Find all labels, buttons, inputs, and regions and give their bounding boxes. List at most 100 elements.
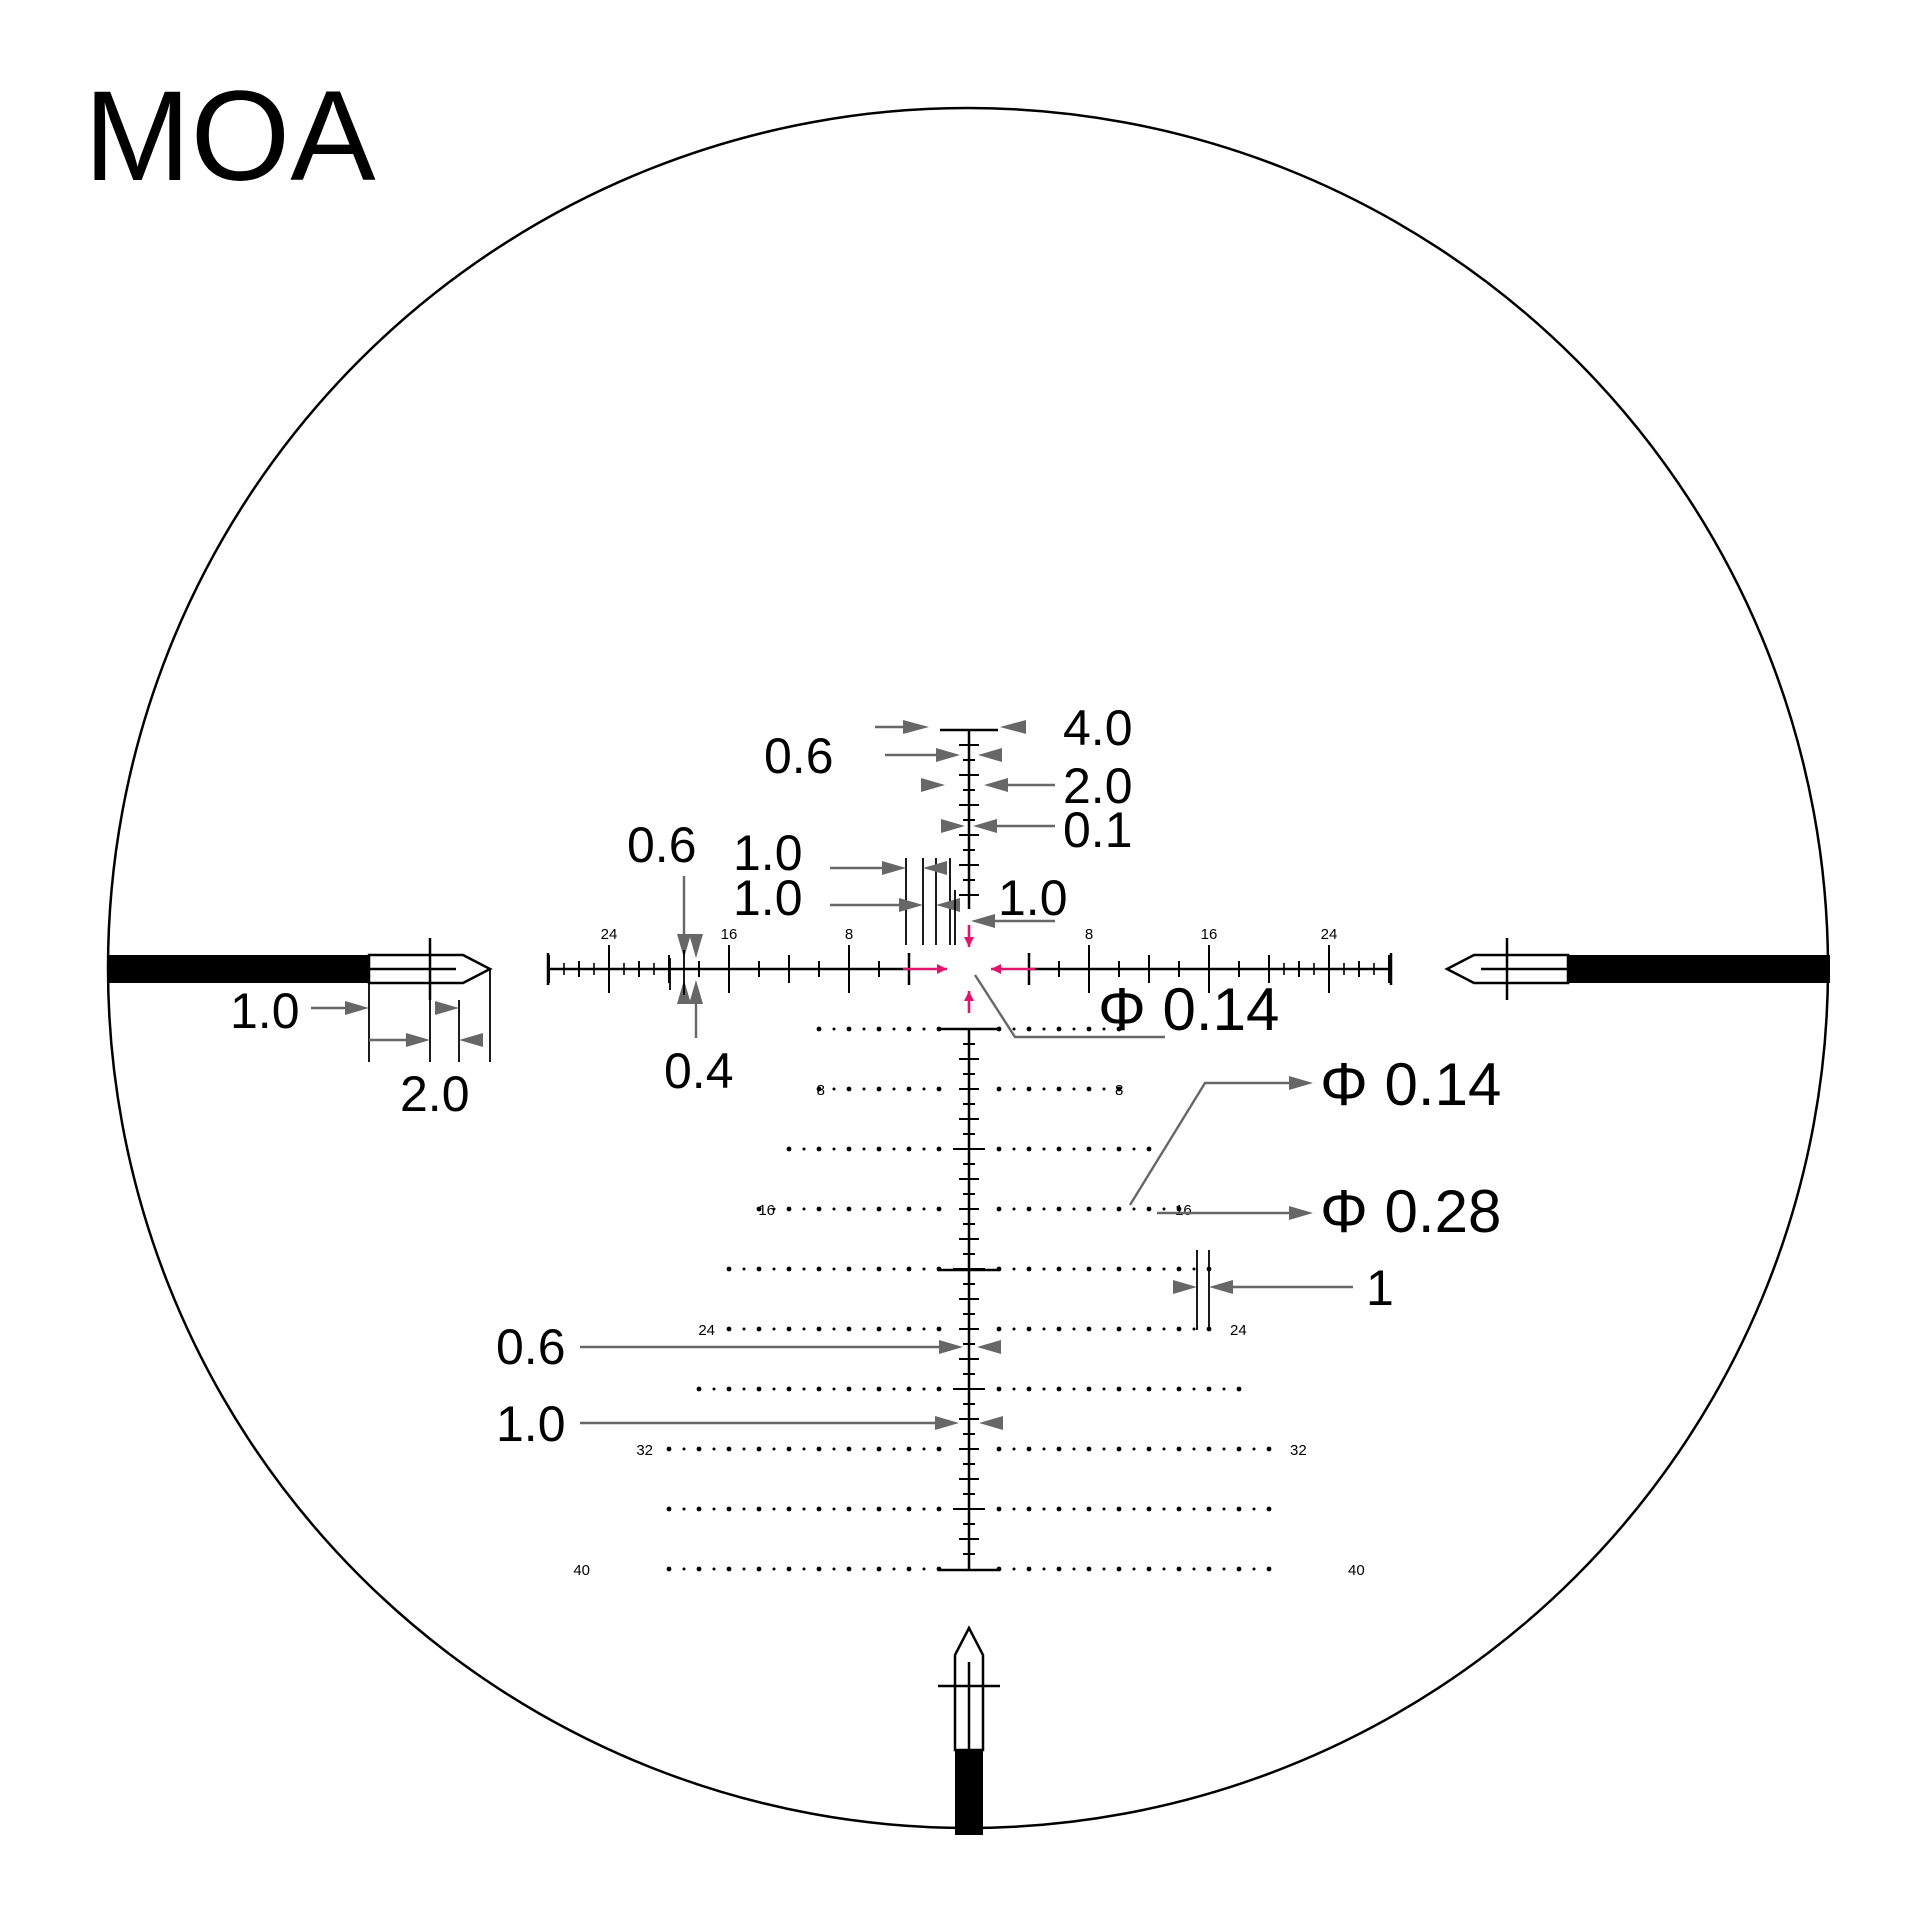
svg-text:0.6: 0.6 <box>627 817 697 873</box>
holdover-dot <box>1102 1507 1106 1511</box>
holdover-dot <box>1222 1387 1226 1391</box>
holdover-dot <box>1086 1326 1092 1332</box>
holdover-dot <box>906 1266 912 1272</box>
holdover-dot <box>666 1566 672 1572</box>
holdover-dot <box>1086 1566 1092 1572</box>
holdover-dot <box>876 1206 882 1212</box>
row-label-24-left: 24 <box>698 1322 715 1339</box>
svg-text:1.0: 1.0 <box>230 983 300 1039</box>
holdover-dot <box>682 1507 686 1511</box>
holdover-dot-rows <box>666 1026 1272 1572</box>
holdover-dot <box>1206 1446 1212 1452</box>
row-label-8-left: 8 <box>817 1082 825 1099</box>
holdover-dot <box>1162 1387 1166 1391</box>
holdover-dot <box>1146 1146 1152 1152</box>
holdover-dot <box>996 1146 1002 1152</box>
holdover-dot <box>876 1446 882 1452</box>
holdover-dot <box>846 1326 852 1332</box>
holdover-dot <box>1102 1447 1106 1451</box>
holdover-dot <box>892 1327 896 1331</box>
holdover-dot <box>862 1507 866 1511</box>
holdover-dot <box>1056 1086 1062 1092</box>
holdover-dot <box>846 1506 852 1512</box>
holdover-dot <box>1026 1266 1032 1272</box>
holdover-dot <box>1146 1446 1152 1452</box>
holdover-dot <box>832 1567 836 1571</box>
holdover-dot <box>816 1446 822 1452</box>
holdover-dot <box>922 1087 926 1091</box>
holdover-dot <box>1162 1567 1166 1571</box>
holdover-dot <box>1222 1567 1226 1571</box>
holdover-dot <box>1146 1266 1152 1272</box>
holdover-dot <box>1026 1026 1032 1032</box>
holdover-dot <box>742 1387 746 1391</box>
holdover-dot <box>1116 1146 1122 1152</box>
holdover-dot <box>876 1146 882 1152</box>
holdover-dot <box>936 1206 942 1212</box>
holdover-dot <box>1266 1446 1272 1452</box>
holdover-dot <box>906 1326 912 1332</box>
holdover-dot <box>1026 1326 1032 1332</box>
holdover-dot <box>1072 1147 1076 1151</box>
holdover-dot <box>832 1267 836 1271</box>
holdover-dot <box>786 1266 792 1272</box>
holdover-dot <box>922 1567 926 1571</box>
dimension-dot-large: Φ 0.28 <box>1157 1178 1501 1245</box>
dimension-post-2-0: 2.0 <box>369 1001 483 1122</box>
holdover-dot <box>802 1387 806 1391</box>
holdover-dot <box>756 1566 762 1572</box>
holdover-dot <box>1026 1506 1032 1512</box>
holdover-dot <box>1176 1326 1182 1332</box>
holdover-dot <box>1146 1206 1152 1212</box>
svg-text:Φ 0.14: Φ 0.14 <box>1098 976 1279 1043</box>
holdover-dot <box>906 1086 912 1092</box>
holdover-dot <box>786 1446 792 1452</box>
svg-text:1.0: 1.0 <box>496 1396 566 1452</box>
holdover-dot <box>846 1026 852 1032</box>
holdover-dot <box>1056 1566 1062 1572</box>
holdover-dot <box>1056 1326 1062 1332</box>
holdover-dot <box>846 1146 852 1152</box>
holdover-dot <box>936 1386 942 1392</box>
holdover-dot <box>1042 1207 1046 1211</box>
dimension-bottom-0-4: 0.4 <box>664 950 734 1099</box>
holdover-dot <box>786 1506 792 1512</box>
holdover-dot <box>1056 1146 1062 1152</box>
holdover-dot <box>832 1087 836 1091</box>
holdover-dot <box>1116 1086 1122 1092</box>
holdover-dot <box>1086 1026 1092 1032</box>
holdover-dot <box>936 1146 942 1152</box>
holdover-dot <box>892 1447 896 1451</box>
holdover-dot <box>802 1207 806 1211</box>
holdover-dot <box>862 1147 866 1151</box>
holdover-dot <box>862 1327 866 1331</box>
holdover-dot <box>846 1206 852 1212</box>
holdover-dot <box>1026 1206 1032 1212</box>
holdover-dot <box>1026 1446 1032 1452</box>
holdover-dot <box>1236 1566 1242 1572</box>
holdover-dot <box>1192 1267 1196 1271</box>
holdover-dot <box>1206 1386 1212 1392</box>
holdover-dot <box>922 1027 926 1031</box>
holdover-dot <box>832 1327 836 1331</box>
holdover-dot <box>996 1026 1002 1032</box>
row-label-8-right: 8 <box>1115 1082 1123 1099</box>
holdover-dot <box>1252 1567 1256 1571</box>
holdover-dot <box>786 1206 792 1212</box>
holdover-dot <box>1012 1027 1016 1031</box>
holdover-dot <box>1072 1327 1076 1331</box>
holdover-dot <box>786 1326 792 1332</box>
dimension-top-0-1: 0.1 <box>941 802 1133 858</box>
svg-text:0.6: 0.6 <box>496 1319 566 1375</box>
holdover-dot <box>1176 1506 1182 1512</box>
holdover-dot <box>1176 1446 1182 1452</box>
holdover-dot <box>876 1326 882 1332</box>
holdover-dot <box>996 1206 1002 1212</box>
holdover-dot <box>832 1447 836 1451</box>
dimension-dot-small: Φ 0.14 <box>1128 1051 1501 1206</box>
holdover-dot <box>892 1147 896 1151</box>
holdover-dot <box>1012 1327 1016 1331</box>
holdover-dot <box>1266 1506 1272 1512</box>
svg-text:0.1: 0.1 <box>1063 802 1133 858</box>
holdover-dot <box>892 1387 896 1391</box>
